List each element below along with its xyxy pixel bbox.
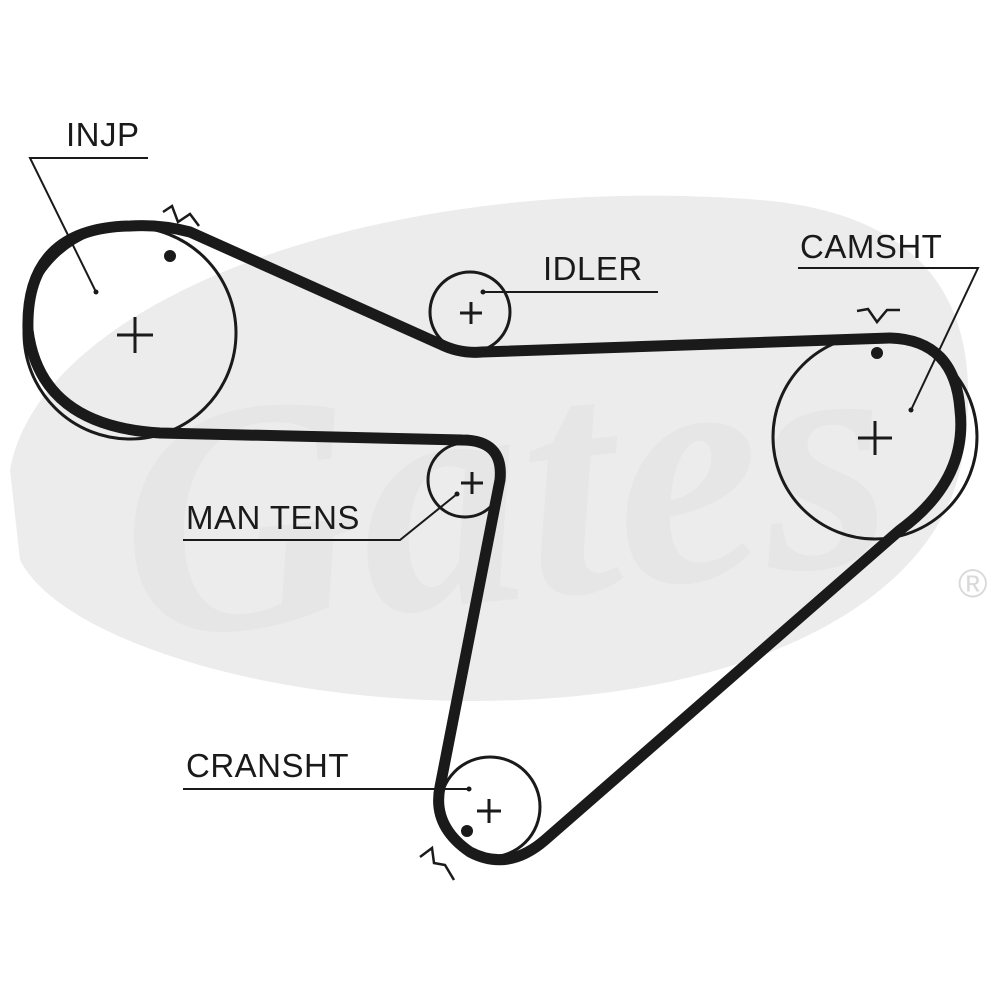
idler-leader-dot [480,289,486,295]
crankshaft-timing-dot [461,825,473,837]
registered-mark: ® [958,562,987,606]
injection-pump-timing-dot [164,250,176,262]
man-tens-label: MAN TENS [186,499,360,536]
camshaft-center-cross [858,421,892,455]
camshaft-timing-dot [871,347,883,359]
injp-label: INJP [66,116,140,153]
cransht-leader-dot [466,786,472,792]
camsht-label: CAMSHT [800,228,942,265]
injection-pump-alignment-mark [162,204,200,227]
injp-leader-line [28,157,148,293]
man-tens-leader-dot [454,491,460,497]
idler-center-cross [460,302,482,324]
crankshaft-alignment-mark [419,845,456,881]
idler-label: IDLER [543,250,643,287]
injection-pump-center-cross [117,317,153,353]
crankshaft-center-cross [477,799,501,823]
man-tens-leader-line [183,493,458,541]
camshaft-alignment-mark [856,307,900,325]
camsht-leader-line [798,267,980,411]
timing-belt [22,220,967,866]
cransht-label: CRANSHT [186,747,349,784]
camsht-leader-dot [908,407,914,413]
tensioner-center-cross [461,472,483,494]
injp-leader-dot [93,289,99,295]
